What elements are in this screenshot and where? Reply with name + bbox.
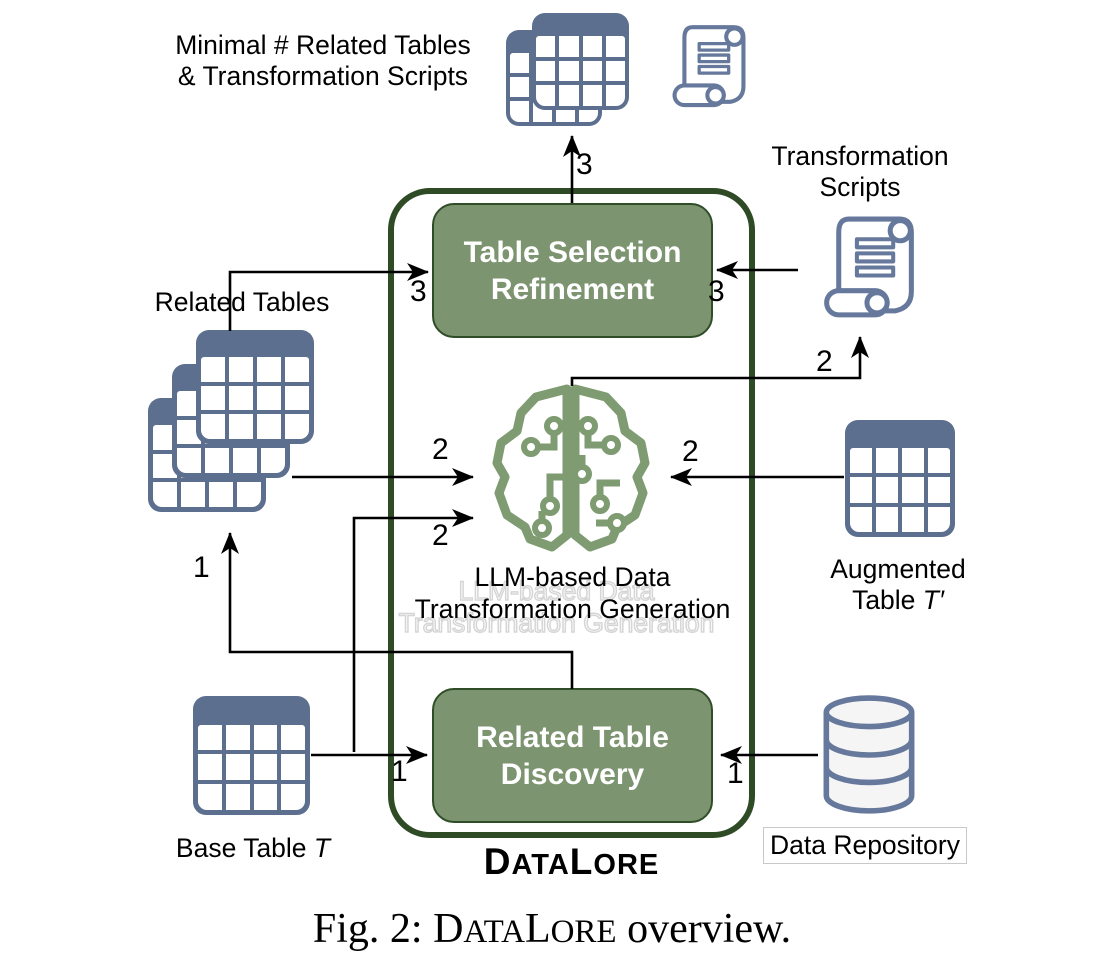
augmented-table-icon bbox=[845, 420, 955, 537]
output-script-scroll-icon bbox=[672, 25, 746, 108]
related-tables-label: Related Tables bbox=[154, 287, 330, 317]
minimal-output-label: Minimal # Related Tables & Transformatio… bbox=[140, 30, 506, 92]
flow-label-2-base: 2 bbox=[432, 519, 449, 552]
transformation-scripts-scroll-icon bbox=[824, 216, 914, 318]
data-repository-icon bbox=[823, 695, 915, 814]
llm-label: LLM-based Data Transformation Generation bbox=[414, 562, 731, 624]
brain-circuit-icon bbox=[492, 384, 650, 552]
t-prime-symbol: T′ bbox=[922, 585, 944, 615]
flow-label-2-augmented: 2 bbox=[682, 435, 699, 468]
flow-label-2-scripts: 2 bbox=[816, 345, 833, 378]
minimal-output-line2: & Transformation Scripts bbox=[177, 61, 469, 91]
base-table-label: Base Table T bbox=[175, 833, 331, 863]
flow-label-1-repository: 1 bbox=[727, 757, 744, 790]
related-tables-stack-front-icon bbox=[196, 330, 314, 444]
related-table-discovery-module: Related Table Discovery bbox=[432, 688, 713, 823]
datalore-brand-label: DATALORE bbox=[483, 841, 660, 882]
flow-label-3-left: 3 bbox=[410, 275, 427, 308]
flow-label-2-related: 2 bbox=[432, 433, 449, 466]
augmented-table-label: Augmented Table T′ bbox=[830, 554, 966, 615]
flow-label-1-base: 1 bbox=[391, 755, 408, 788]
data-repository-label: Data Repository bbox=[763, 827, 967, 864]
output-table-stack-front-icon bbox=[532, 13, 629, 110]
minimal-output-line1: Minimal # Related Tables bbox=[175, 30, 471, 60]
t-symbol: T bbox=[313, 833, 331, 863]
figure-caption: Fig. 2: DATALORE overview. bbox=[312, 906, 792, 952]
flow-label-3-right: 3 bbox=[708, 275, 725, 308]
transformation-scripts-label: Transformation Scripts bbox=[771, 141, 949, 202]
flow-label-1-related: 1 bbox=[193, 551, 210, 584]
base-table-icon bbox=[193, 696, 310, 815]
flow-label-3-top: 3 bbox=[576, 148, 593, 181]
table-selection-refinement-module: Table Selection Refinement bbox=[432, 203, 713, 338]
